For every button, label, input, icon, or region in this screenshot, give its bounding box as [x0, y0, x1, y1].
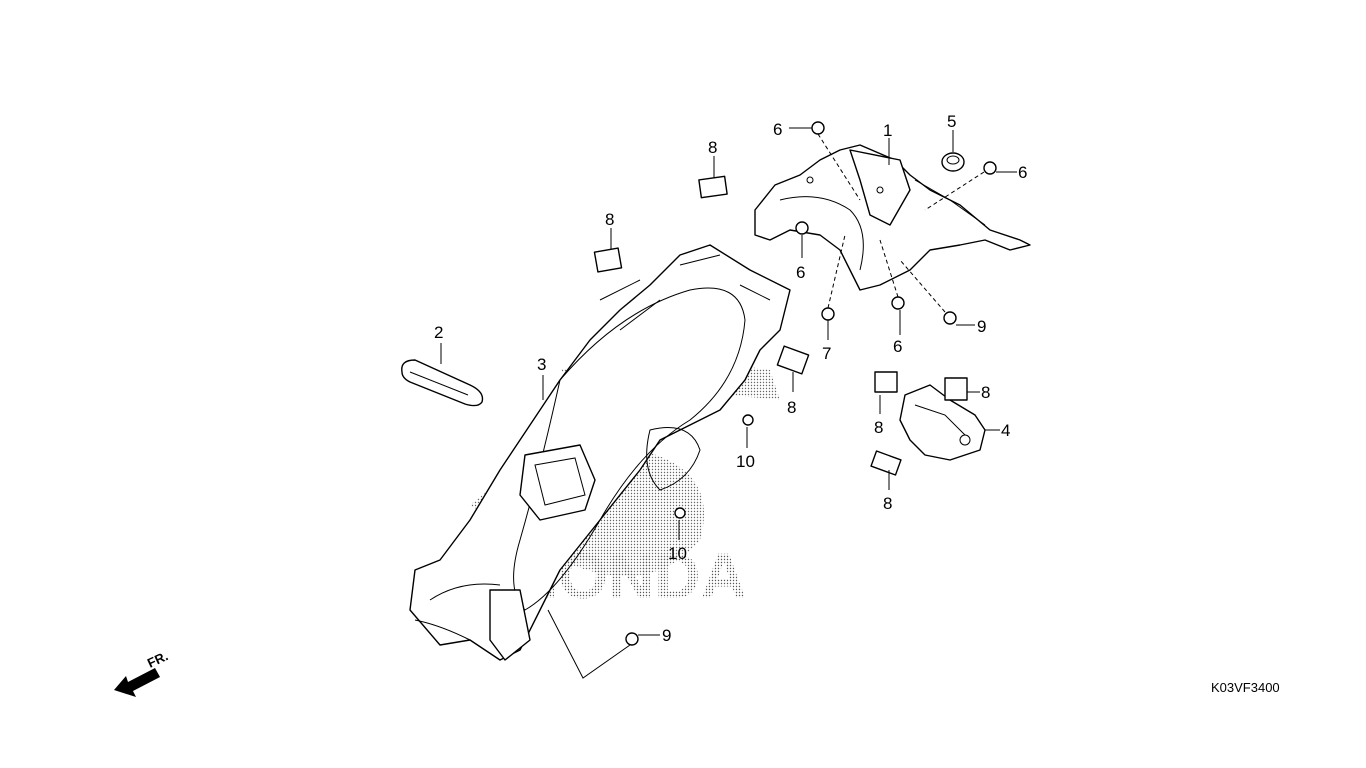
- leader-lines: [440, 127, 1017, 679]
- callout-8-b: 8: [605, 210, 614, 229]
- callout-6-d: 6: [893, 337, 902, 356]
- callout-8-a: 8: [708, 138, 717, 157]
- callout-8-d: 8: [874, 418, 883, 437]
- callout-8-e: 8: [981, 383, 990, 402]
- callout-10-b: 10: [668, 544, 687, 563]
- direction-label: FR.: [145, 648, 170, 670]
- callout-8-f: 8: [883, 494, 892, 513]
- callout-7: 7: [822, 344, 831, 363]
- grommet: [941, 152, 965, 172]
- seal-ring: [401, 359, 484, 407]
- callout-8-c: 8: [787, 398, 796, 417]
- callout-1: 1: [883, 121, 892, 140]
- callout-10-a: 10: [736, 452, 755, 471]
- callout-6-b: 6: [1018, 163, 1027, 182]
- callout-6-c: 6: [796, 263, 805, 282]
- rear-fender-main: [409, 244, 791, 661]
- rear-fender-upper: [754, 144, 1031, 291]
- callout-6-a: 6: [773, 120, 782, 139]
- callout-4: 4: [1001, 421, 1010, 440]
- callout-5: 5: [947, 112, 956, 131]
- fasteners: [593, 121, 997, 646]
- bracket: [899, 384, 986, 461]
- callout-2: 2: [434, 323, 443, 342]
- callouts: 1 2 3 4 5 6 6 6 6 7 8 8 8 8 8 8 9 9 10 1…: [434, 112, 1027, 645]
- arrow-icon: [114, 668, 160, 697]
- front-direction-arrow: FR.: [114, 648, 170, 697]
- callout-9-a: 9: [977, 317, 986, 336]
- callout-9-b: 9: [662, 626, 671, 645]
- diagram-code: K03VF3400: [1211, 680, 1280, 695]
- callout-3: 3: [537, 355, 546, 374]
